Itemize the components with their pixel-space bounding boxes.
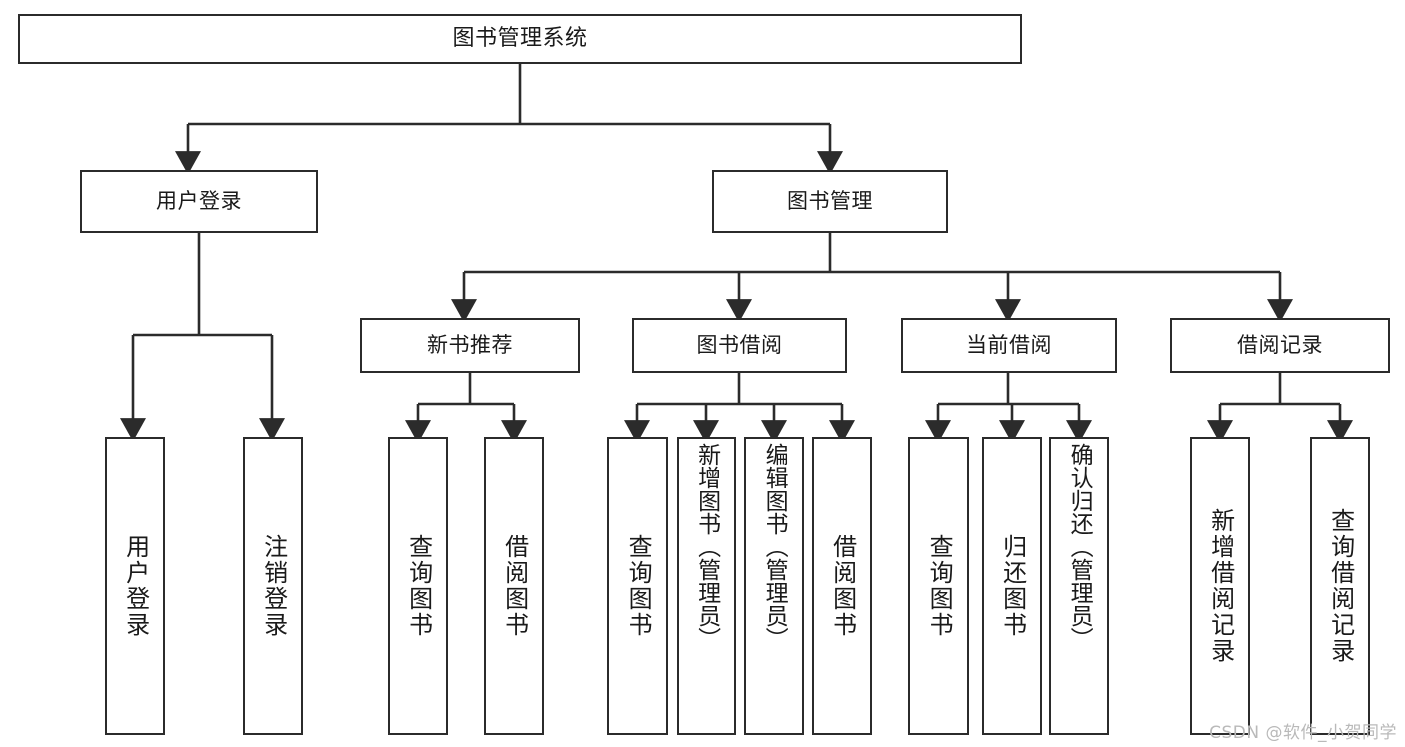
node-leaf-query-book-2-label: 查询图书 <box>624 534 653 638</box>
watermark-text: CSDN @软件_小贺同学 <box>1209 723 1397 743</box>
node-leaf-return-book[interactable]: 归还图书 <box>982 437 1042 735</box>
node-leaf-query-record-label: 查询借阅记录 <box>1326 508 1355 664</box>
node-leaf-query-book-2[interactable]: 查询图书 <box>607 437 668 735</box>
node-new-book-recommend-label: 新书推荐 <box>427 333 513 358</box>
node-book-manage[interactable]: 图书管理 <box>712 170 948 233</box>
node-leaf-borrow-book-2[interactable]: 借阅图书 <box>812 437 872 735</box>
node-leaf-add-book[interactable]: 新增图书（管理员） <box>677 437 736 735</box>
node-leaf-borrow-book-1-label: 借阅图书 <box>500 534 529 638</box>
node-leaf-user-logout-label: 注销登录 <box>259 534 288 638</box>
node-leaf-user-logout[interactable]: 注销登录 <box>243 437 303 735</box>
node-leaf-add-book-label: 新增图书（管理员） <box>693 443 720 650</box>
node-leaf-borrow-book-2-label: 借阅图书 <box>828 534 857 638</box>
node-leaf-user-login-label: 用户登录 <box>121 534 150 638</box>
node-leaf-add-record-label: 新增借阅记录 <box>1206 508 1235 664</box>
node-leaf-borrow-book-1[interactable]: 借阅图书 <box>484 437 544 735</box>
node-current-borrow-label: 当前借阅 <box>966 333 1052 358</box>
node-leaf-return-book-label: 归还图书 <box>998 534 1027 638</box>
node-borrow-record-label: 借阅记录 <box>1237 333 1323 358</box>
node-borrow-record[interactable]: 借阅记录 <box>1170 318 1390 373</box>
node-book-manage-label: 图书管理 <box>787 189 873 214</box>
node-leaf-add-record[interactable]: 新增借阅记录 <box>1190 437 1250 735</box>
node-leaf-query-record[interactable]: 查询借阅记录 <box>1310 437 1370 735</box>
node-leaf-query-book-1[interactable]: 查询图书 <box>388 437 448 735</box>
node-leaf-query-book-1-label: 查询图书 <box>404 534 433 638</box>
node-user-login-label: 用户登录 <box>156 189 242 214</box>
node-leaf-query-book-3[interactable]: 查询图书 <box>908 437 969 735</box>
node-leaf-user-login[interactable]: 用户登录 <box>105 437 165 735</box>
node-book-borrow-label: 图书借阅 <box>696 333 783 358</box>
node-new-book-recommend[interactable]: 新书推荐 <box>360 318 580 373</box>
node-leaf-query-book-3-label: 查询图书 <box>925 534 954 638</box>
node-leaf-confirm-return-label: 确认归还（管理员） <box>1066 443 1093 650</box>
node-leaf-edit-book-label: 编辑图书（管理员） <box>761 443 788 650</box>
node-current-borrow[interactable]: 当前借阅 <box>901 318 1117 373</box>
node-leaf-edit-book[interactable]: 编辑图书（管理员） <box>744 437 804 735</box>
node-root[interactable]: 图书管理系统 <box>18 14 1022 64</box>
node-root-label: 图书管理系统 <box>452 26 588 52</box>
node-user-login[interactable]: 用户登录 <box>80 170 318 233</box>
node-leaf-confirm-return[interactable]: 确认归还（管理员） <box>1049 437 1109 735</box>
node-book-borrow[interactable]: 图书借阅 <box>632 318 847 373</box>
